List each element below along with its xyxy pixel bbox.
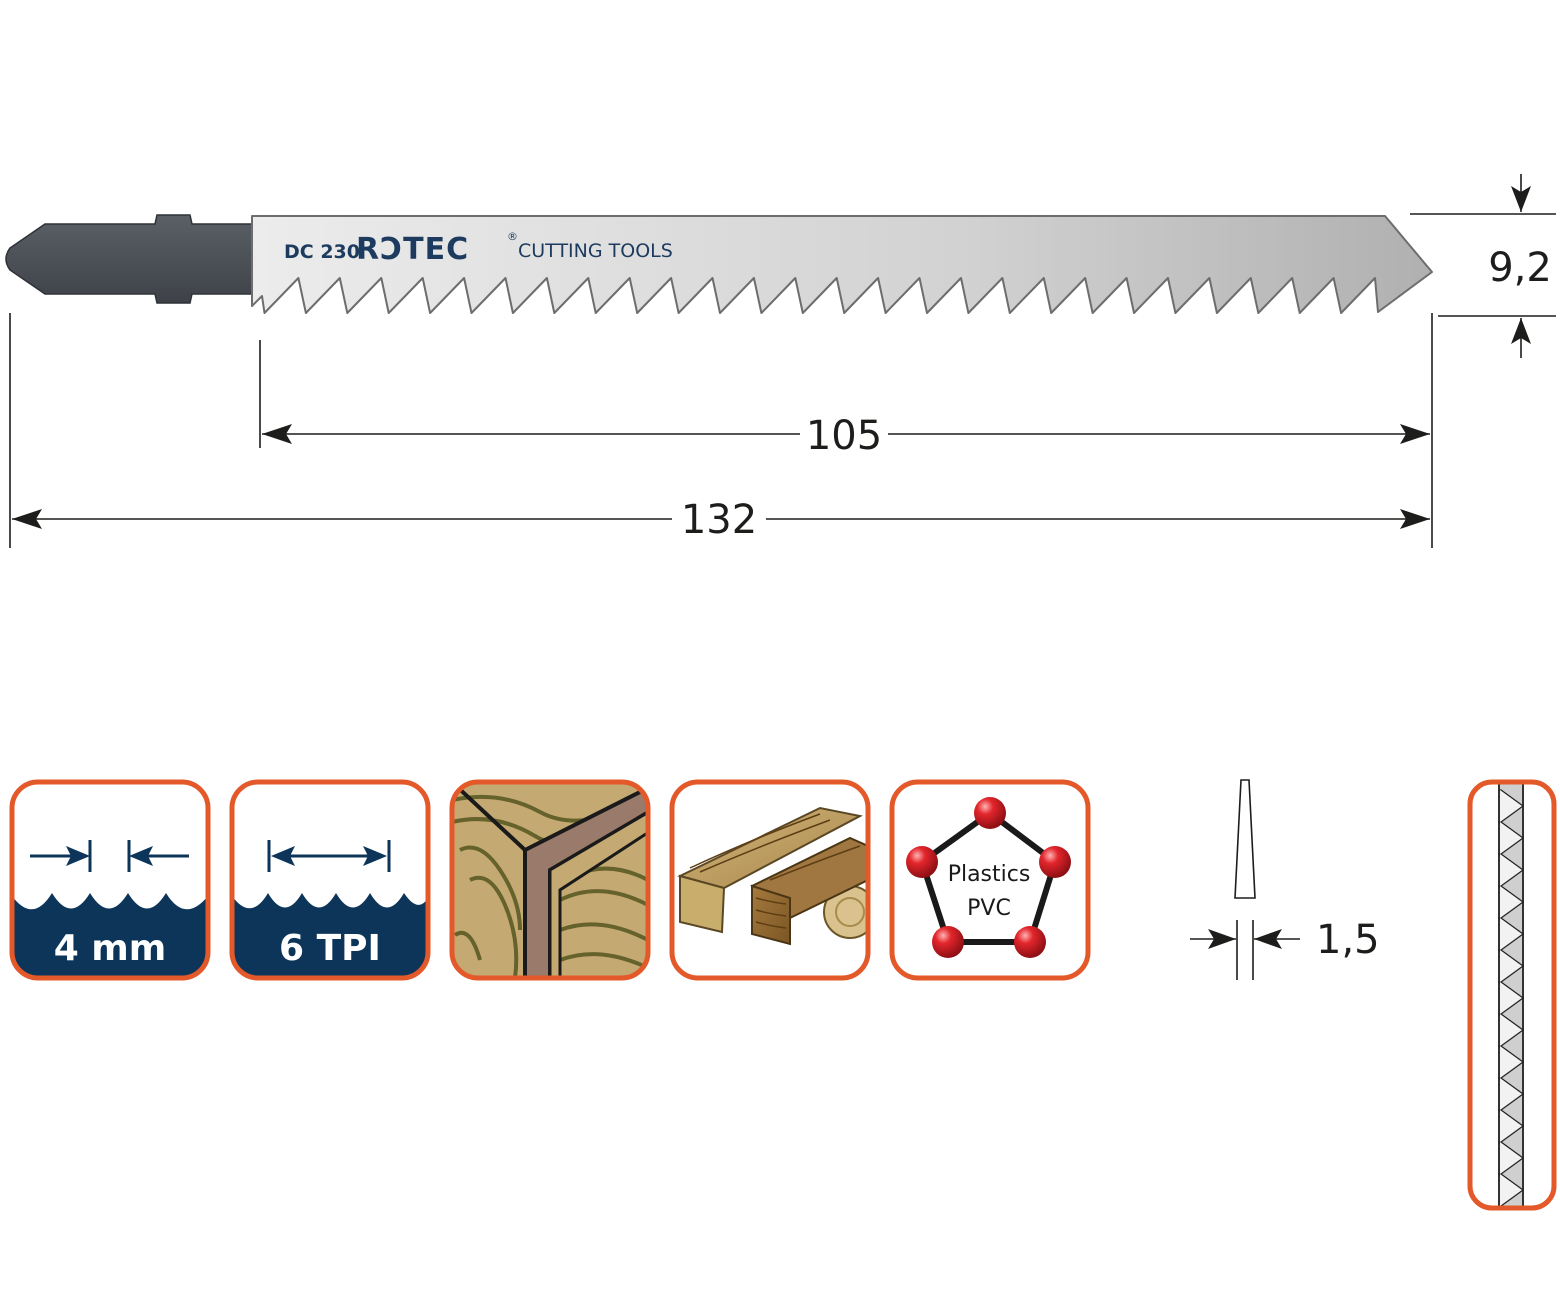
blade-tagline-text: CUTTING TOOLS (518, 240, 673, 262)
cutting-length-label: 105 (806, 413, 882, 459)
tpi-label: 6 TPI (279, 928, 381, 969)
tooth-spacing-icon: 4 mm (9, 779, 211, 981)
total-length-label: 132 (681, 497, 757, 543)
blade-model-text: DC 230 (284, 241, 360, 263)
blade-brand-text: RƆTEC (356, 232, 469, 267)
blade-shank (5, 214, 253, 304)
tooth-spacing-label: 4 mm (54, 928, 167, 969)
blade-side-view-icon (1467, 779, 1557, 1211)
molecule-ball-icon (1014, 926, 1046, 958)
timber-icon (669, 779, 871, 981)
material-label-plastics: Plastics (948, 862, 1031, 887)
blade-thickness-label: 1,5 (1316, 917, 1380, 963)
blade-brand-mark: ® (507, 230, 518, 243)
molecule-ball-icon (1039, 846, 1071, 878)
wood-joint-icon (449, 779, 651, 981)
molecule-ball-icon (974, 797, 1006, 829)
dimension-arrowheads (12, 186, 1531, 529)
jigsaw-blade: DC 230 RƆTEC ® CUTTING TOOLS (5, 214, 1433, 314)
molecule-ball-icon (906, 846, 938, 878)
blade-body (251, 215, 1433, 314)
tpi-icon: 6 TPI (229, 779, 431, 981)
tooth-wave-icon (12, 893, 208, 978)
plastics-icon: Plastics PVC (889, 779, 1091, 981)
blade-height-label: 9,2 (1488, 245, 1552, 291)
material-label-pvc: PVC (967, 896, 1011, 921)
molecule-ball-icon (932, 926, 964, 958)
tpi-wave-icon (232, 893, 428, 978)
thickness-drawing: 1,5 (1190, 779, 1380, 980)
